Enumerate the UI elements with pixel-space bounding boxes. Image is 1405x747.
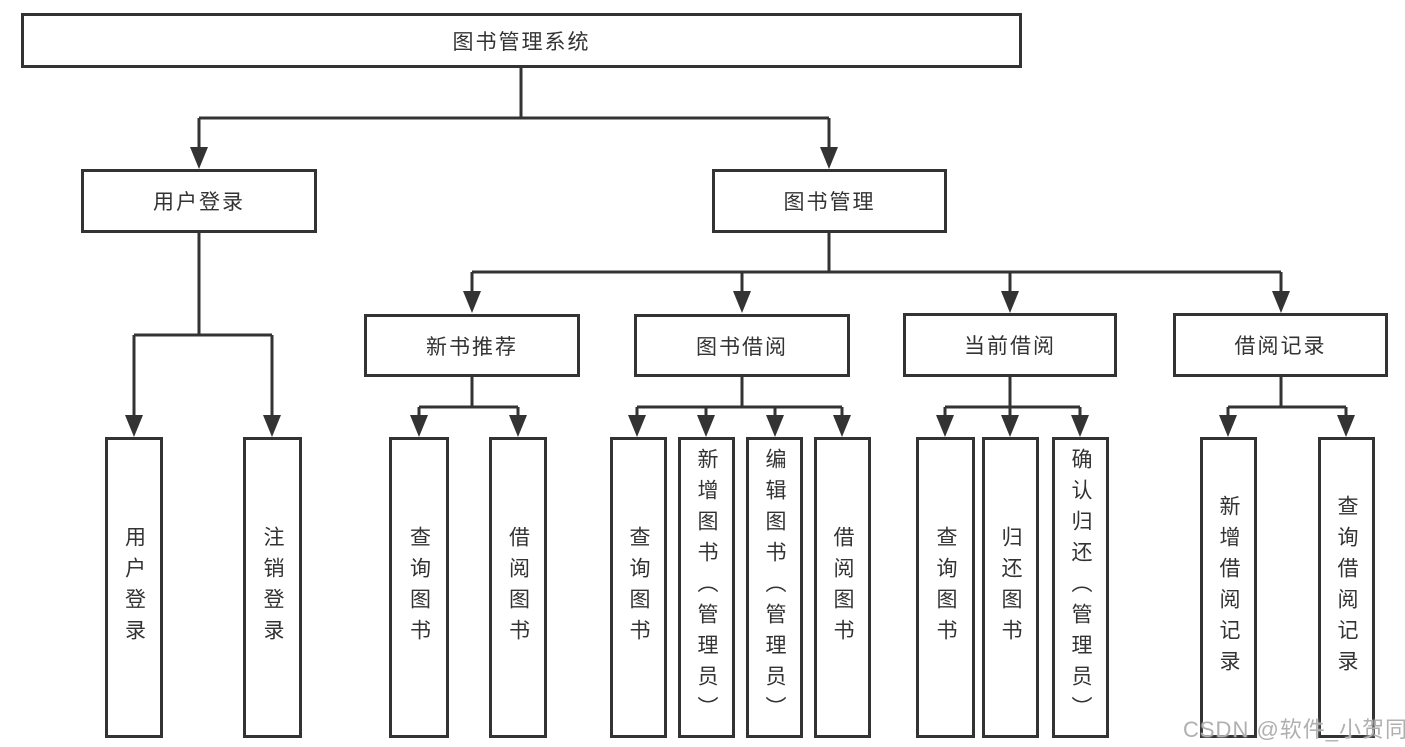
node-library-management-system: 图书管理系统	[21, 13, 1022, 68]
leaf-query-books-current-label: 查询图书	[934, 525, 957, 650]
leaf-confirm-return-admin: 确认归还（管理员）	[1052, 437, 1109, 738]
node-book-management-label: 图书管理	[783, 191, 876, 214]
leaf-add-book-admin: 新增图书（管理员）	[678, 437, 735, 738]
leaf-query-books-current: 查询图书	[916, 437, 975, 738]
leaf-logout-label: 注销登录	[261, 525, 284, 650]
node-new-book-recommend: 新书推荐	[364, 314, 580, 377]
leaf-logout: 注销登录	[243, 437, 302, 738]
leaf-add-book-admin-label: 新增图书（管理员）	[695, 448, 718, 727]
node-book-management: 图书管理	[712, 169, 947, 233]
leaf-confirm-return-admin-label: 确认归还（管理员）	[1069, 448, 1092, 727]
leaf-return-books: 归还图书	[982, 437, 1039, 738]
leaf-user-login-label: 用户登录	[122, 525, 146, 650]
node-book-borrowing-label: 图书借阅	[696, 335, 788, 359]
leaf-query-borrow-record: 查询借阅记录	[1318, 437, 1375, 738]
node-user-login-label: 用户登录	[153, 191, 245, 214]
node-current-borrowing: 当前借阅	[903, 313, 1117, 377]
node-borrowing-records: 借阅记录	[1173, 313, 1388, 377]
leaf-edit-book-admin-label: 编辑图书（管理员）	[763, 448, 786, 727]
node-library-management-system-label: 图书管理系统	[452, 30, 591, 54]
leaf-user-login: 用户登录	[105, 437, 163, 738]
leaf-query-books-borrowing: 查询图书	[610, 437, 667, 738]
leaf-borrow-books-borrowing: 借阅图书	[814, 437, 871, 738]
leaf-borrow-books-borrowing-label: 借阅图书	[831, 525, 854, 650]
leaf-query-books-recommend-label: 查询图书	[407, 525, 431, 650]
node-new-book-recommend-label: 新书推荐	[426, 335, 518, 359]
leaf-add-borrow-record: 新增借阅记录	[1200, 437, 1257, 738]
node-current-borrowing-label: 当前借阅	[964, 335, 1056, 358]
leaf-add-borrow-record-label: 新增借阅记录	[1217, 494, 1240, 681]
leaf-query-books-borrowing-label: 查询图书	[627, 525, 650, 650]
leaf-borrow-books-recommend: 借阅图书	[489, 437, 547, 738]
leaf-query-borrow-record-label: 查询借阅记录	[1335, 494, 1358, 681]
leaf-borrow-books-recommend-label: 借阅图书	[506, 525, 530, 650]
arrowheads	[125, 147, 1355, 437]
node-user-login: 用户登录	[81, 169, 317, 233]
node-borrowing-records-label: 借阅记录	[1234, 335, 1327, 358]
leaf-edit-book-admin: 编辑图书（管理员）	[746, 437, 803, 738]
leaf-return-books-label: 归还图书	[999, 525, 1022, 650]
csdn-watermark: CSDN @软件_小贺同学	[1183, 717, 1405, 742]
leaf-query-books-recommend: 查询图书	[389, 437, 449, 738]
node-book-borrowing: 图书借阅	[634, 314, 850, 377]
